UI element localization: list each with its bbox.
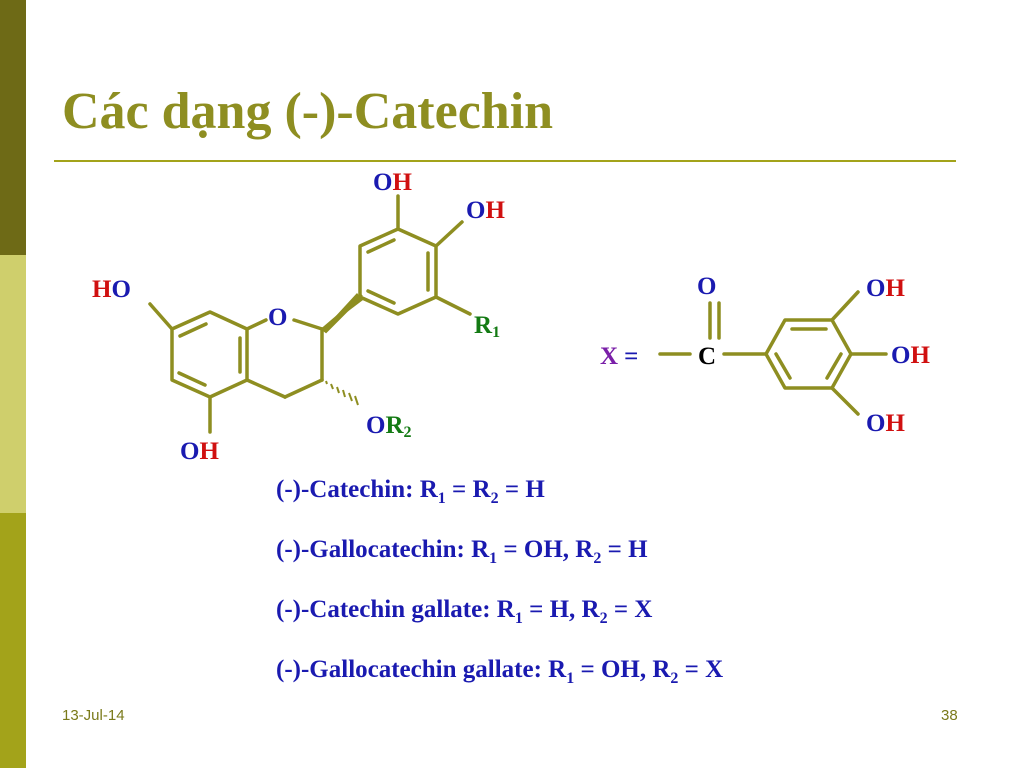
variant-catechin-gallate: (-)-Catechin gallate: R1 = H, R2 = X <box>276 596 653 627</box>
label-gallate-oh-2: OH <box>891 342 930 369</box>
catechin-structure: HO O OH OH R1 OR2 OH <box>92 169 505 465</box>
label-r1: R1 <box>474 312 500 341</box>
bond-ho-a <box>148 302 174 331</box>
ring-a-inner-1 <box>178 322 208 338</box>
ring-b-inner-1 <box>366 238 396 254</box>
label-x: X= <box>600 343 638 370</box>
gallate-structure: X= O C OH OH OH <box>600 273 930 437</box>
label-ho: HO <box>92 276 131 303</box>
label-ring-oxygen: O <box>268 304 287 331</box>
label-or2: OR2 <box>366 412 412 441</box>
bond-oh1 <box>830 290 860 322</box>
label-oh-bottom: OH <box>180 438 219 465</box>
bond-c4-c4a <box>245 378 287 399</box>
label-gallate-oh-3: OH <box>866 410 905 437</box>
sidebar-band-top <box>0 0 26 255</box>
bond-c3-c4 <box>283 378 324 399</box>
bond-c8a-o <box>245 318 268 331</box>
label-oh-top: OH <box>373 169 412 196</box>
gallate-atom-labels: X= O C OH OH OH <box>600 273 930 437</box>
gallate-bonds <box>658 290 888 416</box>
wedge-bond-c2-b-body <box>322 293 363 331</box>
variant-catechin: (-)-Catechin: R1 = R2 = H <box>276 476 545 507</box>
slide-title: Các dạng (-)-Catechin <box>62 83 554 140</box>
gallate-ring-inner-2 <box>825 352 843 380</box>
sidebar-band-middle <box>0 255 26 513</box>
slide-page-number: 38 <box>941 707 958 724</box>
slide-date: 13-Jul-14 <box>62 707 125 724</box>
hash-bond-c3-or2 <box>325 380 359 406</box>
title-underline <box>54 160 956 162</box>
variant-gallocatechin: (-)-Gallocatechin: R1 = OH, R2 = H <box>276 536 648 567</box>
bond-oh3 <box>830 386 860 416</box>
label-oh-right: OH <box>466 197 505 224</box>
ring-b-inner-3 <box>366 289 396 305</box>
variant-gallocatechin-gallate: (-)-Gallocatechin gallate: R1 = OH, R2 =… <box>276 656 724 687</box>
bond-r1 <box>434 295 472 316</box>
catechin-bonds <box>148 194 472 434</box>
gallate-ring-inner-3 <box>774 352 792 380</box>
label-gallate-oh-1: OH <box>866 275 905 302</box>
ring-b <box>358 227 438 316</box>
catechin-variants-list: (-)-Catechin: R1 = R2 = H (-)-Gallocatec… <box>276 472 723 712</box>
ring-a-inner-3 <box>177 371 207 387</box>
bond-oh-right <box>434 220 464 248</box>
label-carbonyl-oxygen: O <box>697 273 716 300</box>
catechin-atom-labels: HO O OH OH R1 OR2 OH <box>92 169 505 465</box>
sidebar-band-bottom <box>0 513 26 768</box>
ring-a <box>170 310 249 399</box>
label-carbon: C <box>698 343 716 370</box>
bond-o-c2 <box>292 318 324 331</box>
